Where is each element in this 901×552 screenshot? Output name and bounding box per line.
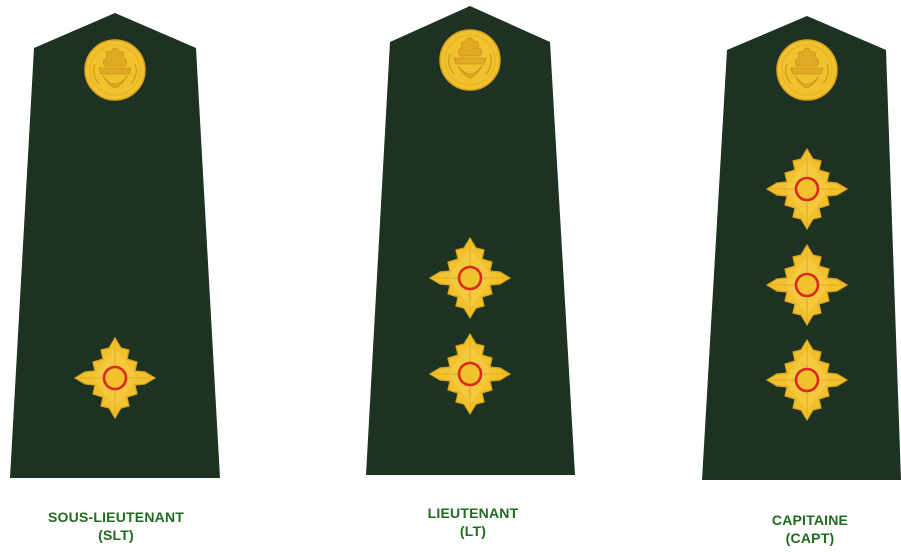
rank-label-lt: LIEUTENANT (LT) xyxy=(363,504,583,540)
grenade-button-icon xyxy=(440,30,500,90)
rank-name: SOUS-LIEUTENANT xyxy=(6,508,226,526)
grenade-button-icon xyxy=(777,40,837,100)
rank-abbreviation: (CAPT) xyxy=(700,529,901,547)
shoulder-board-capt xyxy=(702,16,901,480)
rank-label-capt: CAPITAINE (CAPT) xyxy=(700,511,901,547)
rank-abbreviation: (SLT) xyxy=(6,526,226,544)
shoulder-boards xyxy=(0,0,901,480)
rank-label-slt: SOUS-LIEUTENANT (SLT) xyxy=(6,508,226,544)
rank-name: CAPITAINE xyxy=(700,511,901,529)
rank-abbreviation: (LT) xyxy=(363,522,583,540)
grenade-button-icon xyxy=(85,40,145,100)
rank-name: LIEUTENANT xyxy=(363,504,583,522)
shoulder-board-lt xyxy=(366,6,575,475)
shoulder-board-slt xyxy=(10,13,220,478)
